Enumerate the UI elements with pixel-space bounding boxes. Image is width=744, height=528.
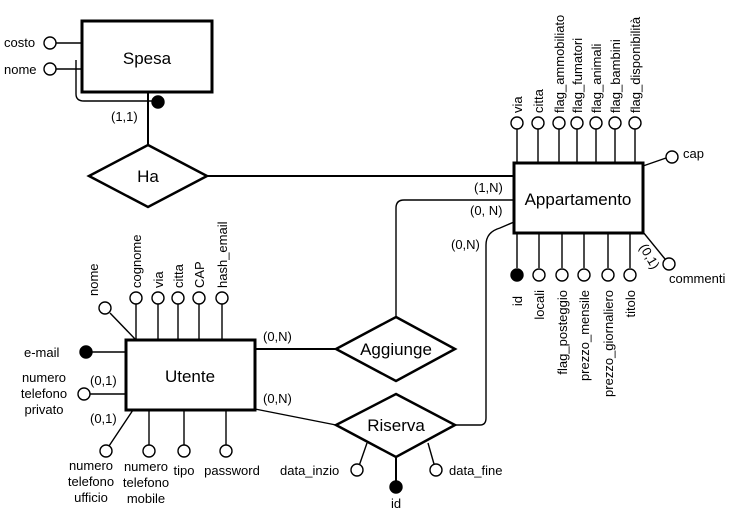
composite-key-line xyxy=(75,60,158,102)
attr-label-flag-disponibilita: flag_disponibilità xyxy=(628,16,643,113)
attribute-cap xyxy=(665,150,679,164)
relationship-riserva[interactable] xyxy=(333,392,458,459)
cardinality-appartamento-ha: (1,N) xyxy=(474,180,503,195)
attr-label-riserva-id: id xyxy=(391,496,401,511)
appartamento-top-attributes: via citta flag_ammobiliato flag_fumatori… xyxy=(510,15,643,162)
entity-name-appartamento: Appartamento xyxy=(525,190,632,209)
attr-label-citta: citta xyxy=(531,88,546,113)
attr-label-flag-posteggio: flag_posteggio xyxy=(555,290,570,375)
attr-label-prezzo-mensile: prezzo_mensile xyxy=(577,290,592,381)
attr-label-flag-animali: flag_animali xyxy=(589,44,604,113)
link-utente-riserva xyxy=(254,408,337,426)
appartamento-bottom-attributes: id locali flag_posteggio prezzo_mensile … xyxy=(510,234,638,397)
cardinality-utente-aggiunge: (0,N) xyxy=(263,329,292,344)
relationship-name-riserva: Riserva xyxy=(367,416,425,435)
relationship-name-aggiunge: Aggiunge xyxy=(360,340,432,359)
attr-label-flag-bambini: flag_bambini xyxy=(608,39,623,113)
key-icon xyxy=(510,268,524,282)
attr-label-data-inizio: data_inzio xyxy=(280,463,339,478)
cardinality-tel-privato: (0,1) xyxy=(90,373,117,388)
cardinality-spesa-ha: (1,1) xyxy=(111,109,138,124)
attr-label-app-id: id xyxy=(510,296,525,306)
attr-label-email: e-mail xyxy=(24,345,60,360)
attr-label-nome: nome xyxy=(4,62,37,77)
attr-label-tel-privato-3: privato xyxy=(24,402,63,417)
attr-label-ut-hash-email: hash_email xyxy=(215,221,230,288)
entity-utente[interactable] xyxy=(124,338,257,412)
attr-label-password: password xyxy=(204,463,260,478)
relationship-ha[interactable] xyxy=(86,143,210,209)
relationship-name-ha: Ha xyxy=(137,167,159,186)
link-aggiunge-appartamento xyxy=(395,199,514,316)
attr-label-ut-cap: CAP xyxy=(192,261,207,288)
relationship-aggiunge[interactable] xyxy=(333,315,458,383)
attr-label-ut-citta: citta xyxy=(171,263,186,288)
entity-appartamento[interactable] xyxy=(512,161,645,235)
attr-label-locali: locali xyxy=(532,290,547,320)
attribute-costo xyxy=(43,36,57,50)
attr-label-tel-mobile-2: telefono xyxy=(123,475,169,490)
attr-label-via: via xyxy=(510,96,525,113)
cardinality-appartamento-aggiunge: (0, N) xyxy=(470,203,503,218)
key-icon xyxy=(79,345,93,359)
cardinality-utente-riserva: (0,N) xyxy=(263,391,292,406)
attr-label-costo: costo xyxy=(4,35,35,50)
attr-label-tel-ufficio-1: numero xyxy=(69,458,113,473)
attr-label-flag-fumatori: flag_fumatori xyxy=(570,38,585,113)
attr-label-prezzo-giornaliero: prezzo_giornaliero xyxy=(601,290,616,397)
attribute-data-fine xyxy=(429,463,443,477)
attr-label-tel-privato-2: telefono xyxy=(21,386,67,401)
attr-label-tipo: tipo xyxy=(174,463,195,478)
attr-label-tel-ufficio-2: telefono xyxy=(68,474,114,489)
attribute-commenti xyxy=(662,257,676,271)
cardinality-tel-ufficio: (0,1) xyxy=(90,411,117,426)
attr-label-titolo: titolo xyxy=(623,290,638,317)
entity-spesa[interactable] xyxy=(80,19,214,94)
attr-label-tel-mobile-1: numero xyxy=(124,459,168,474)
attribute-telefono-privato xyxy=(77,387,91,401)
attribute-nome xyxy=(43,62,57,76)
attr-label-tel-ufficio-3: ufficio xyxy=(74,490,108,505)
utente-bottom-attributes: (0,1) xyxy=(90,409,233,458)
cardinality-appartamento-riserva: (0,N) xyxy=(451,237,480,252)
attr-label-data-fine: data_fine xyxy=(449,463,503,478)
attr-label-ut-cognome: cognome xyxy=(129,235,144,288)
link-riserva-appartamento xyxy=(455,221,515,426)
key-icon xyxy=(151,95,165,109)
entity-name-spesa: Spesa xyxy=(123,49,172,68)
utente-top-attributes: nome cognome via citta CAP hash_email xyxy=(86,221,230,341)
entity-name-utente: Utente xyxy=(165,367,215,386)
attr-label-tel-privato-1: numero xyxy=(22,370,66,385)
attribute-data-inizio xyxy=(350,463,364,477)
cardinality-commenti: (0,1) xyxy=(636,241,662,272)
attr-label-flag-ammobiliato: flag_ammobiliato xyxy=(552,15,567,113)
attr-label-tel-mobile-3: mobile xyxy=(127,491,165,506)
attr-label-cap: cap xyxy=(683,146,704,161)
attr-label-ut-nome: nome xyxy=(86,263,101,296)
attr-label-ut-via: via xyxy=(151,271,166,288)
key-icon xyxy=(389,480,403,494)
attr-label-commenti: commenti xyxy=(669,271,725,286)
